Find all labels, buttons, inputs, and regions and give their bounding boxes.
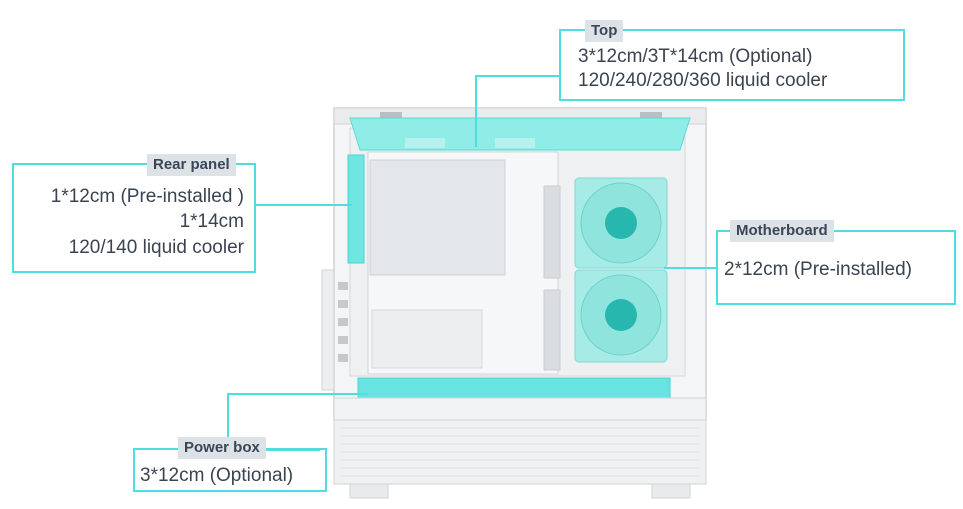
motherboard-tag: Motherboard: [730, 220, 834, 242]
front-fan-1: [574, 177, 668, 269]
front-fan-2: [574, 269, 668, 363]
motherboard-line-1: 2*12cm (Pre-installed): [724, 259, 912, 280]
cable-slot: [543, 289, 561, 371]
psu-shroud: [333, 397, 707, 421]
io-cutout: [369, 159, 506, 276]
bottom-fan-zone: [357, 377, 671, 401]
rear-fan-zone: [347, 154, 365, 264]
top-tag: Top: [585, 20, 624, 42]
power-connector: [227, 393, 368, 451]
power-line-1: 3*12cm (Optional): [140, 465, 294, 486]
top-line-1: 3*12cm/3T*14cm (Optional): [578, 46, 813, 67]
rear-line-1: 1*12cm (Pre-installed ): [50, 186, 244, 207]
rear-line-3: 120/140 liquid cooler: [68, 237, 244, 258]
rear-callout-box: [12, 163, 256, 273]
motherboard-callout-box: [716, 230, 956, 305]
power-tag: Power box: [178, 437, 266, 459]
pci-slots: [321, 269, 335, 391]
top-line-2: 120/240/280/360 liquid cooler: [578, 70, 828, 91]
top-callout-box: [559, 29, 905, 101]
rear-line-2: 1*14cm: [179, 211, 244, 232]
case-foot: [349, 483, 389, 499]
top-connector: [475, 75, 559, 147]
cable-slot: [543, 185, 561, 279]
rear-tag: Rear panel: [147, 154, 236, 176]
case-foot: [651, 483, 691, 499]
